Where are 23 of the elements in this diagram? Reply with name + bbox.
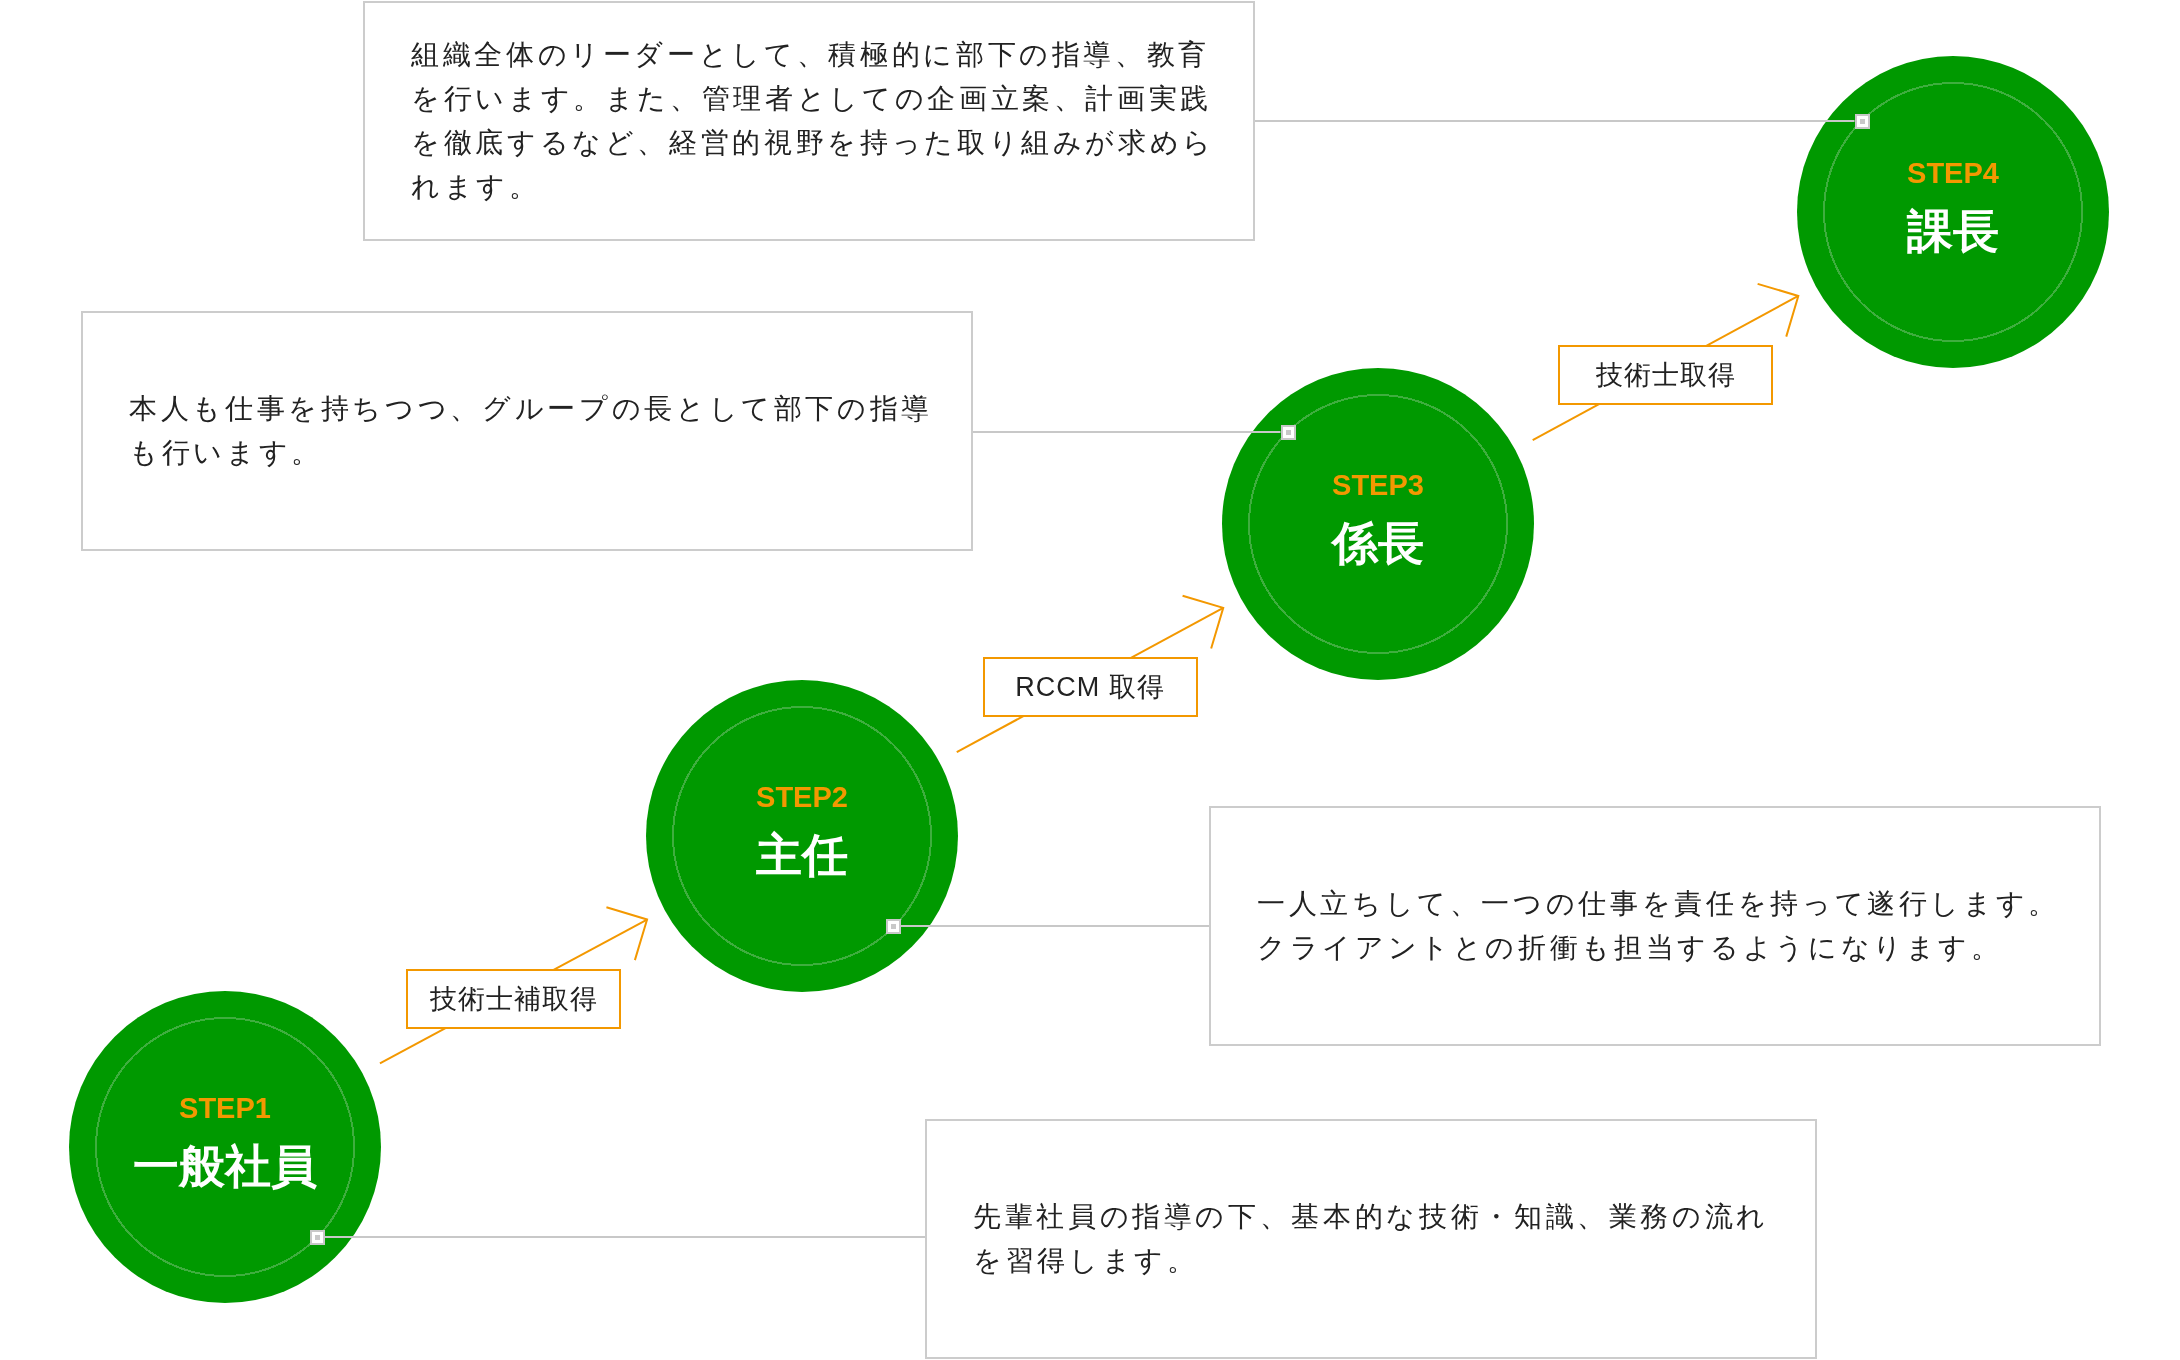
anchor-square-icon: [1280, 424, 1296, 440]
step-label: STEP2: [756, 780, 848, 814]
edge-label: 技術士補取得: [406, 968, 621, 1029]
position-title: 課長: [1907, 204, 1999, 259]
anchor-square-icon: [1854, 113, 1870, 129]
step-label: STEP4: [1907, 156, 1999, 190]
position-title: 係長: [1332, 516, 1424, 571]
anchor-square-icon: [309, 1229, 325, 1245]
description-box: [363, 1, 1255, 241]
edge-label: 技術士取得: [1558, 345, 1773, 405]
description-text: 本人も仕事を持ちつつ、グループの長として部下の指導も行います。: [129, 392, 934, 470]
step-label: STEP3: [1332, 468, 1424, 502]
description-text: 先輩社員の指導の下、基本的な技術・知識、業務の流れを習得します。: [973, 1200, 1770, 1278]
description-text: 一人立ちして、一つの仕事を責任を持って遂行します。クライアントとの折衝も担当するようになります。: [1257, 887, 2061, 965]
anchor-square-icon: [885, 918, 901, 934]
position-title: 主任: [756, 828, 848, 883]
description-text: 組織全体のリーダーとして、積極的に部下の指導、教育を行います。また、管理者としての企画立案、計画実践を徹底するなど、経営的視野を持った取り組みが求められます。: [411, 38, 1216, 204]
description-box: [81, 311, 973, 551]
position-title: 一般社員: [133, 1139, 317, 1194]
step-label: STEP1: [179, 1091, 271, 1125]
edge-label: RCCM 取得: [982, 657, 1198, 717]
description-box: [1209, 806, 2101, 1046]
description-box: [925, 1119, 1817, 1359]
